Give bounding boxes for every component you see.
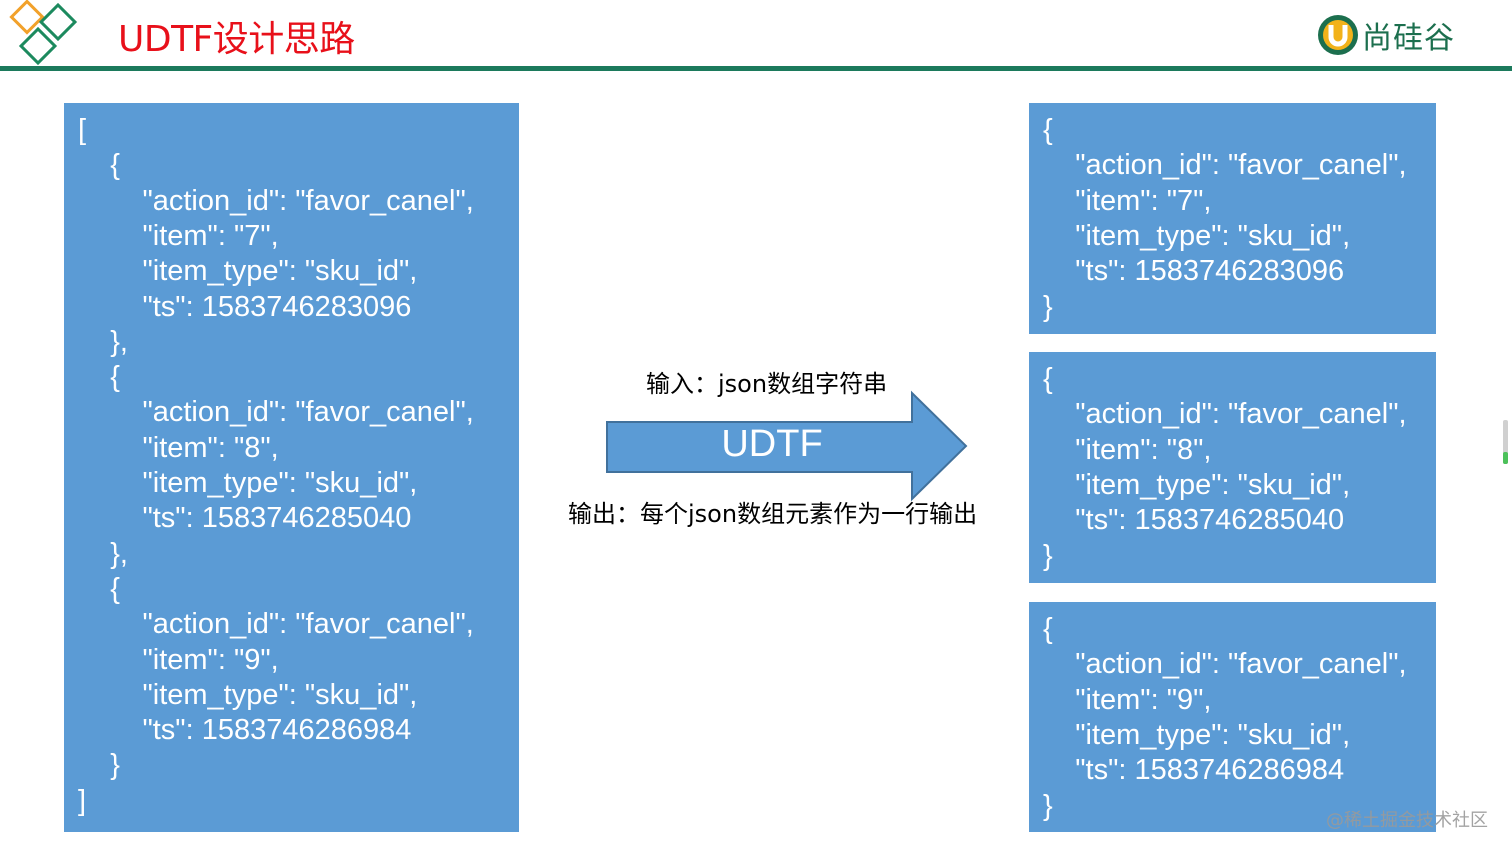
- code-line: "item_type": "sku_id",: [78, 467, 418, 499]
- code-line: {: [1043, 114, 1053, 146]
- code-line: "item": "8",: [1043, 433, 1212, 466]
- code-line: "item_type": "sku_id",: [1043, 219, 1351, 252]
- code-line: "action_id": "favor_canel",: [78, 396, 474, 429]
- code-line: "item_type": "sku_id",: [1043, 718, 1351, 751]
- input-caption: 输入：json数组字符串: [646, 370, 888, 398]
- code-line: }: [1043, 290, 1053, 323]
- code-line: "ts": 1583746283096: [78, 290, 412, 323]
- input-json-array-box: [ { "action_id": "favor_canel", "item": …: [64, 103, 519, 832]
- code-line: "action_id": "favor_canel",: [78, 608, 474, 641]
- code-line: "ts": 1583746286984: [1043, 754, 1345, 787]
- code-line: "item": "9",: [78, 643, 279, 676]
- page-title: UDTF设计思路: [118, 19, 355, 60]
- code-line: "action_id": "favor_canel",: [78, 184, 474, 217]
- code-line: },: [78, 537, 128, 570]
- code-line: ]: [78, 784, 87, 817]
- code-line: "action_id": "favor_canel",: [1043, 398, 1407, 431]
- code-line: "item": "9",: [1043, 683, 1212, 716]
- code-line: "item": "8",: [78, 431, 279, 464]
- scroll-indicator[interactable]: [1503, 420, 1508, 464]
- brand-logo: 尚硅谷: [1316, 12, 1455, 58]
- code-line: "item_type": "sku_id",: [1043, 468, 1351, 501]
- output-row-box-3: { "action_id": "favor_canel", "item": "9…: [1029, 602, 1436, 832]
- code-line: "ts": 1583746286984: [78, 714, 412, 747]
- code-line: }: [1043, 539, 1053, 572]
- code-line: }: [1043, 789, 1053, 822]
- watermark: @稀土掘金技术社区: [1326, 810, 1488, 831]
- header-divider: [0, 66, 1512, 71]
- code-line: {: [78, 361, 120, 394]
- code-line: {: [78, 149, 120, 182]
- code-line: "action_id": "favor_canel",: [1043, 149, 1407, 182]
- code-line: "ts": 1583746283096: [1043, 255, 1345, 288]
- code-line: "item_type": "sku_id",: [78, 678, 418, 711]
- code-line: }: [78, 749, 120, 782]
- udtf-label: UDTF: [721, 423, 823, 465]
- code-line: "action_id": "favor_canel",: [1043, 648, 1407, 681]
- code-line: },: [78, 325, 128, 358]
- code-line: "ts": 1583746285040: [78, 502, 412, 535]
- udtf-arrow-icon: [606, 390, 968, 502]
- output-caption: 输出：每个json数组元素作为一行输出: [568, 500, 978, 528]
- code-line: "ts": 1583746285040: [1043, 504, 1345, 537]
- code-line: {: [1043, 363, 1053, 395]
- code-line: {: [78, 572, 120, 605]
- output-row-box-1: { "action_id": "favor_canel", "item": "7…: [1029, 103, 1436, 334]
- slide-header: UDTF设计思路 尚硅谷: [0, 0, 1512, 74]
- diamond-logo-icon: [9, 0, 78, 66]
- output-row-box-2: { "action_id": "favor_canel", "item": "8…: [1029, 352, 1436, 583]
- code-line: "item": "7",: [1043, 184, 1212, 217]
- code-line: {: [1043, 613, 1053, 645]
- code-line: [: [78, 114, 87, 146]
- code-line: "item": "7",: [78, 219, 279, 252]
- code-line: "item_type": "sku_id",: [78, 255, 418, 288]
- brand-u-icon: [1318, 15, 1358, 55]
- brand-name: 尚硅谷: [1362, 21, 1455, 56]
